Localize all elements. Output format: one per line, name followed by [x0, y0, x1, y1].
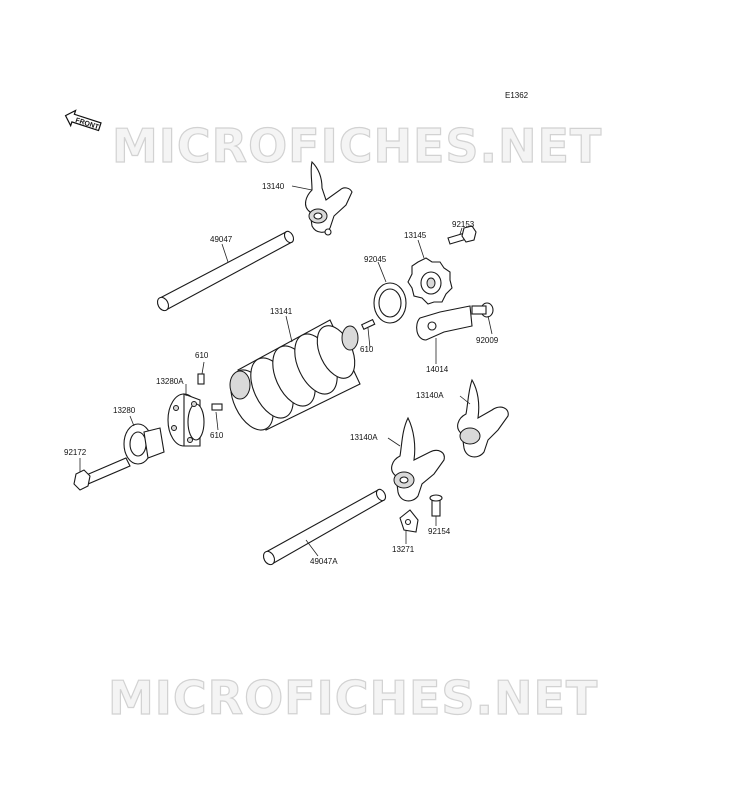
label-610-lower: 610 — [210, 431, 224, 440]
plate-13271[interactable] — [399, 509, 419, 533]
bolt-92154[interactable] — [429, 494, 443, 517]
label-49047A: 49047A — [310, 557, 338, 566]
holder-13280A[interactable] — [167, 393, 205, 447]
washer-92045[interactable] — [373, 282, 407, 324]
pin-610-left[interactable] — [197, 373, 205, 385]
bolt-92153[interactable] — [447, 225, 477, 245]
bolt-92172[interactable] — [73, 457, 131, 491]
plate-13280[interactable] — [123, 423, 165, 465]
label-610-left: 610 — [195, 351, 209, 360]
label-13280A: 13280A — [156, 377, 184, 386]
pin-610-lower[interactable] — [211, 403, 223, 411]
pin-92009[interactable] — [471, 302, 494, 318]
label-13140A-front: 13140A — [350, 433, 378, 442]
shift-rod-49047[interactable] — [155, 230, 295, 313]
label-92009: 92009 — [476, 336, 499, 345]
label-13280: 13280 — [113, 406, 136, 415]
label-92153: 92153 — [452, 220, 475, 229]
label-92172: 92172 — [64, 448, 87, 457]
label-92154: 92154 — [428, 527, 451, 536]
label-13271: 13271 — [392, 545, 415, 554]
pin-610-upper[interactable] — [360, 318, 376, 330]
label-610-upper: 610 — [360, 345, 374, 354]
label-92045: 92045 — [364, 255, 387, 264]
label-13145: 13145 — [404, 231, 427, 240]
shift-fork-13140A-front[interactable] — [391, 416, 445, 502]
shift-fork-13140A-rear[interactable] — [457, 378, 509, 458]
leader-lines — [79, 185, 493, 557]
label-13140A-rear: 13140A — [416, 391, 444, 400]
label-13140: 13140 — [262, 182, 285, 191]
watermark-bottom: MICROFICHES.NET — [108, 671, 598, 725]
front-arrow-icon: FRONT — [64, 109, 102, 131]
diagram-code: E1362 — [505, 91, 529, 100]
pin-plate-14014[interactable] — [416, 305, 473, 341]
label-14014: 14014 — [426, 365, 449, 374]
watermark-top: MICROFICHES.NET — [112, 119, 602, 173]
cam-plate-13145[interactable] — [407, 257, 453, 305]
shift-drum-13141[interactable] — [222, 319, 362, 437]
label-13141: 13141 — [270, 307, 293, 316]
shift-rod-49047A[interactable] — [261, 488, 387, 567]
label-49047: 49047 — [210, 235, 233, 244]
